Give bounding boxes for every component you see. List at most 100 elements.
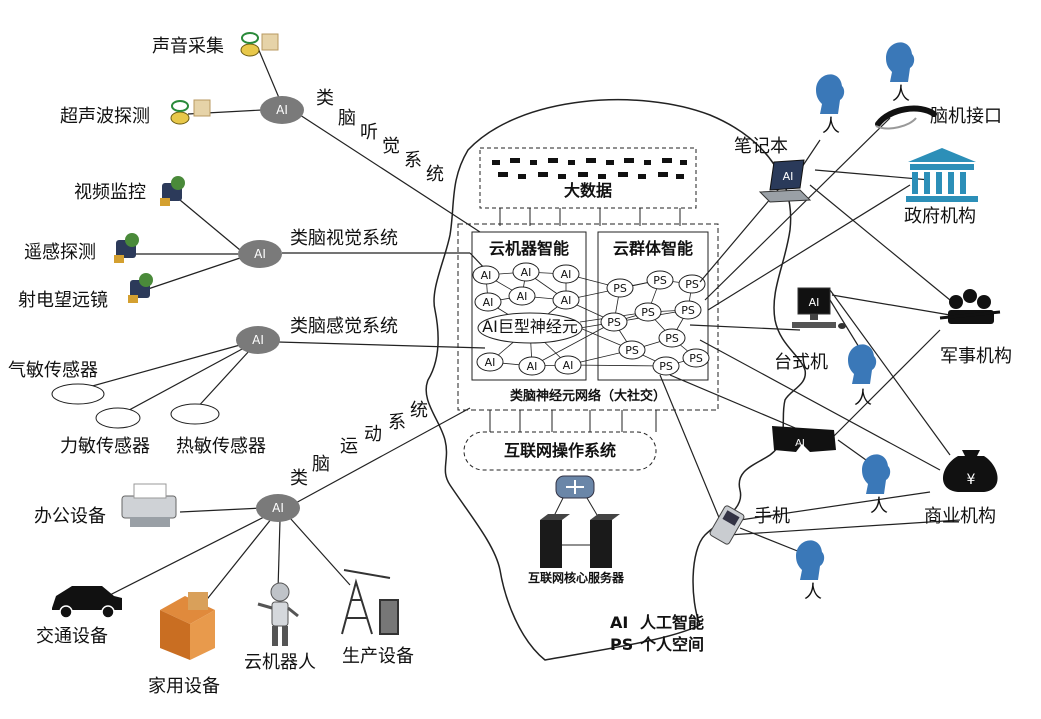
svg-text:PS: PS	[613, 282, 627, 295]
label-auditory-system: 类 脑 听 觉 系 统	[316, 88, 444, 185]
label-bci: 脑机接口	[930, 106, 1002, 127]
label-remote-sensing: 遥感探测	[24, 242, 96, 263]
robot-icon	[257, 582, 299, 646]
svg-text:脑: 脑	[338, 108, 356, 129]
label-person-4: 人	[870, 496, 888, 517]
cloud-robot-title: 云机器智能	[489, 239, 569, 258]
svg-text:PS: PS	[665, 332, 679, 345]
svg-text:AI: AI	[252, 333, 264, 347]
cloud-group-box	[597, 231, 709, 381]
household-box-icon	[160, 592, 215, 660]
label-ultrasonic: 超声波探测	[60, 106, 150, 127]
ai-nodes: AI AI AI AI AI AI AI AI AI	[472, 262, 582, 376]
desktop-icon: AI	[792, 287, 846, 329]
government-building-icon	[906, 148, 978, 202]
label-military: 军事机构	[940, 346, 1012, 367]
sound-capture-icon	[240, 32, 279, 57]
svg-text:统: 统	[426, 164, 444, 185]
left-links	[77, 47, 489, 609]
label-office: 办公设备	[34, 506, 106, 527]
remote-camera-icon	[114, 233, 139, 263]
label-household: 家用设备	[148, 676, 220, 697]
svg-text:PS: PS	[653, 274, 667, 287]
label-desktop: 台式机	[774, 352, 828, 373]
label-phone: 手机	[754, 506, 790, 527]
svg-text:动: 动	[364, 424, 382, 445]
label-video: 视频监控	[74, 182, 146, 203]
big-data-dots	[492, 158, 687, 179]
os-label: 互联网操作系统	[504, 441, 616, 460]
svg-text:AI: AI	[563, 359, 574, 372]
svg-text:AI: AI	[272, 501, 284, 515]
legend-ps-key: PS	[610, 635, 633, 654]
svg-text:觉: 觉	[382, 136, 400, 157]
label-sensory-system: 类脑感觉系统	[290, 316, 398, 337]
svg-text:AI: AI	[276, 103, 288, 117]
svg-text:AI: AI	[809, 296, 820, 309]
person-icon	[816, 74, 845, 114]
laptop-icon: AI	[758, 159, 812, 203]
os-connectors	[489, 410, 657, 432]
svg-text:PS: PS	[641, 306, 655, 319]
svg-text:AI: AI	[485, 356, 496, 369]
svg-text:AI: AI	[481, 269, 492, 282]
big-data-connectors	[499, 208, 681, 226]
svg-text:AI: AI	[517, 290, 528, 303]
car-icon	[52, 586, 122, 619]
svg-text:类: 类	[290, 468, 308, 489]
label-business: 商业机构	[924, 506, 996, 527]
ai-hub-auditory: AI	[260, 96, 304, 124]
big-data-label: 大数据	[564, 181, 612, 200]
label-laptop: 笔记本	[734, 136, 788, 157]
label-traffic: 交通设备	[36, 626, 108, 647]
svg-text:PS: PS	[685, 278, 699, 291]
label-person-1: 人	[822, 116, 840, 137]
gas-sensor-shape	[51, 383, 105, 405]
svg-text:AI: AI	[254, 247, 266, 261]
svg-text:AI: AI	[561, 294, 572, 307]
telescope-camera-icon	[128, 273, 153, 303]
router-icon	[555, 475, 595, 499]
label-visual-system: 类脑视觉系统	[290, 228, 398, 249]
label-force-sensor: 力敏传感器	[60, 436, 150, 457]
ultrasonic-icon	[170, 99, 211, 125]
svg-text:类: 类	[316, 88, 334, 109]
brain-network-box	[457, 223, 719, 411]
svg-text:¥: ¥	[967, 472, 976, 488]
phone-icon	[709, 505, 745, 545]
svg-text:PS: PS	[681, 304, 695, 317]
svg-text:AI: AI	[783, 170, 794, 183]
force-sensor-shape	[95, 407, 141, 429]
label-person-5: 人	[804, 582, 822, 603]
legend-ps-text: 个人空间	[639, 635, 704, 654]
cloud-robot-box	[471, 231, 587, 381]
ai-hub-motor: AI	[256, 494, 300, 522]
label-heat-sensor: 热敏传感器	[176, 436, 266, 457]
cloud-group-title: 云群体智能	[613, 239, 693, 258]
svg-text:AI: AI	[561, 268, 572, 281]
big-data-box	[479, 147, 697, 209]
person-icon	[886, 42, 915, 82]
svg-text:听: 听	[360, 122, 378, 143]
person-icon	[796, 540, 825, 580]
svg-text:统: 统	[410, 400, 428, 421]
label-motor-system: 类 脑 运 动 系 统	[290, 400, 428, 489]
heat-sensor-shape	[170, 403, 220, 425]
money-bag-icon: ¥	[942, 450, 998, 492]
label-production: 生产设备	[342, 646, 414, 667]
legend: AI 人工智能 PS 个人空间	[610, 613, 704, 654]
vr-glasses-icon: AI	[772, 426, 836, 452]
legend-ai-text: 人工智能	[640, 613, 704, 632]
svg-text:AI: AI	[521, 266, 532, 279]
right-links	[659, 117, 961, 553]
svg-text:系: 系	[404, 150, 422, 171]
bci-headband-icon	[875, 105, 937, 130]
svg-text:AI巨型神经元: AI巨型神经元	[482, 317, 578, 336]
ps-nodes: PS PS PS PS PS PS PS PS PS PS	[600, 270, 710, 376]
printer-icon	[121, 483, 177, 527]
svg-text:系: 系	[388, 412, 406, 433]
core-servers-label: 互联网核心服务器	[528, 570, 625, 585]
person-icon	[848, 344, 877, 384]
ai-hub-sensory: AI	[236, 326, 280, 354]
